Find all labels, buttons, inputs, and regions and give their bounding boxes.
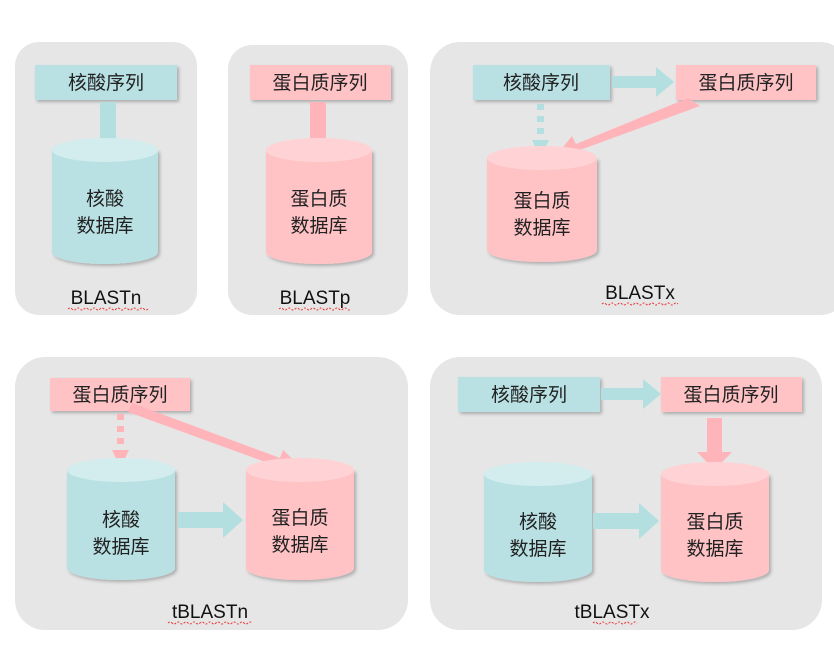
diagonal-arrow (128, 403, 304, 476)
panel-label: BLASTp (280, 288, 351, 309)
svg-text:蛋白质序列: 蛋白质序列 (683, 384, 778, 406)
panel-label: BLASTx (605, 283, 675, 304)
svg-text:蛋白质: 蛋白质 (290, 188, 347, 210)
svg-text:核酸: 核酸 (102, 509, 140, 531)
nucleotide-database-cylinder: 核酸 数据库 (484, 462, 592, 582)
panel-label: tBLASTx (575, 602, 650, 623)
tblastx-translated-box: 蛋白质序列 (661, 377, 802, 412)
svg-text:蛋白质序列: 蛋白质序列 (272, 72, 367, 94)
svg-text:数据库: 数据库 (76, 215, 133, 237)
blastx-query-box: 核酸序列 (473, 65, 610, 100)
protein-database-cylinder: 蛋白质 数据库 (487, 146, 597, 262)
panel-label: BLASTn (71, 288, 142, 309)
blastn-query-box: 核酸序列 (35, 65, 177, 100)
svg-text:数据库: 数据库 (290, 215, 347, 237)
translate-arrow-right (178, 502, 243, 538)
svg-text:蛋白质序列: 蛋白质序列 (698, 72, 793, 94)
tblastx-query-box: 核酸序列 (458, 377, 600, 412)
nucleotide-database-cylinder: 核酸 数据库 (67, 458, 175, 580)
tblastn-query-box: 蛋白质序列 (50, 378, 190, 411)
svg-text:数据库: 数据库 (686, 538, 743, 560)
panel-label: tBLASTn (172, 602, 248, 623)
protein-database-cylinder: 蛋白质 数据库 (266, 138, 372, 264)
nucleotide-database-cylinder: 核酸 数据库 (52, 138, 158, 264)
svg-text:数据库: 数据库 (271, 534, 328, 556)
svg-text:蛋白质: 蛋白质 (513, 190, 570, 212)
blastp-query-box: 蛋白质序列 (250, 65, 391, 100)
svg-text:核酸序列: 核酸序列 (503, 72, 579, 94)
protein-database-cylinder: 蛋白质 数据库 (661, 462, 769, 582)
query-label: 核酸序列 (68, 72, 144, 94)
protein-database-cylinder: 蛋白质 数据库 (246, 458, 354, 580)
svg-text:数据库: 数据库 (509, 538, 566, 560)
svg-text:蛋白质: 蛋白质 (686, 511, 743, 533)
translate-arrow-right (601, 379, 661, 409)
translate-arrow-right (612, 67, 674, 97)
svg-text:数据库: 数据库 (92, 536, 149, 558)
svg-text:核酸: 核酸 (86, 188, 124, 210)
svg-text:核酸: 核酸 (519, 511, 557, 533)
svg-text:数据库: 数据库 (513, 217, 570, 239)
arrow-down (697, 418, 732, 470)
blastx-translated-box: 蛋白质序列 (676, 65, 816, 100)
svg-text:蛋白质: 蛋白质 (271, 507, 328, 529)
diagonal-arrow (556, 98, 700, 158)
svg-text:蛋白质序列: 蛋白质序列 (72, 384, 167, 406)
translate-arrow-right (593, 503, 659, 539)
svg-text:核酸序列: 核酸序列 (491, 384, 567, 406)
